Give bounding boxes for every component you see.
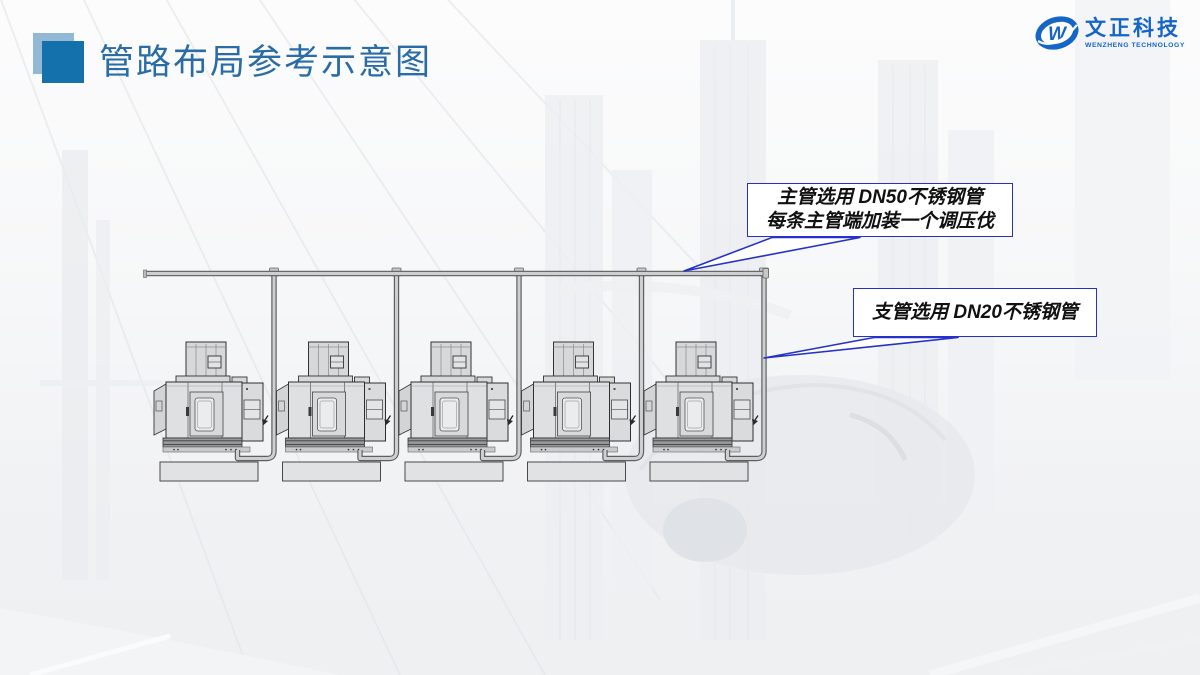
title-accent-square-front: [42, 41, 84, 83]
main-pipe: [143, 268, 769, 279]
callout-leader-branch-pipe: [763, 336, 959, 359]
callout-branch-pipe-line-1: 支管选用 DN20不锈钢管: [872, 301, 1078, 323]
company-logo: W 文正科技 WENZHENG TECHNOLOGY: [1033, 12, 1185, 54]
page-title: 管路布局参考示意图: [99, 43, 433, 82]
road: [0, 593, 1200, 675]
logo-company-name: 文正科技: [1085, 16, 1181, 40]
logo-text: 文正科技 WENZHENG TECHNOLOGY: [1085, 17, 1185, 50]
logo-letter: W: [1048, 24, 1068, 45]
callout-main-pipe-line-2: 每条主管端加装一个调压伐: [765, 211, 994, 232]
bridge-pylon: [40, 150, 200, 580]
callout-leader-main-pipe: [683, 236, 861, 272]
machines-row: [153, 268, 769, 482]
logo-company-subtitle: WENZHENG TECHNOLOGY: [1085, 41, 1185, 49]
logo-w-swirl-icon: W: [1035, 16, 1079, 50]
callout-branch-pipe: 支管选用 DN20不锈钢管: [853, 288, 1097, 337]
callout-main-pipe-line-1: 主管选用 DN50不锈钢管: [777, 187, 983, 208]
callout-main-pipe: 主管选用 DN50不锈钢管 每条主管端加装一个调压伐: [747, 183, 1013, 237]
